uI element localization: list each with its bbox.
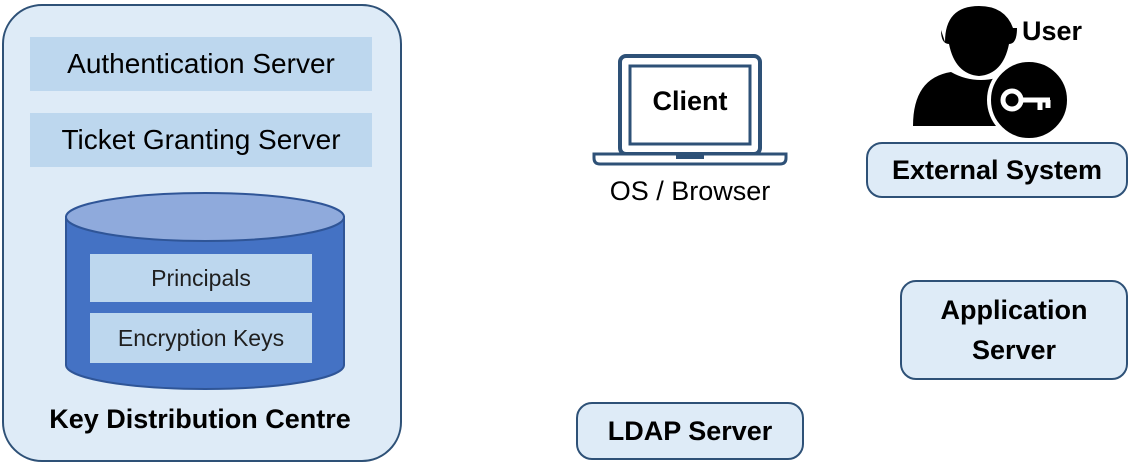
laptop-icon: [592, 54, 788, 166]
principals-label: Principals: [151, 264, 251, 291]
authentication-server: Authentication Server: [30, 37, 372, 91]
client-label: Client: [652, 86, 728, 116]
user-label: User: [1021, 16, 1083, 46]
principals-store: Principals: [90, 254, 312, 302]
external-system-label: External System: [891, 154, 1103, 185]
external-system: External System: [866, 142, 1128, 198]
authentication-server-label: Authentication Server: [67, 48, 335, 79]
encryption-keys-store: Encryption Keys: [90, 313, 312, 363]
ticket-granting-server: Ticket Granting Server: [30, 113, 372, 167]
client-caption: OS / Browser: [609, 176, 771, 206]
application-server: Application Server: [900, 280, 1128, 380]
kdc-title: Key Distribution Centre: [49, 404, 351, 434]
ldap-server: LDAP Server: [576, 402, 804, 460]
application-server-label-line1: Application: [940, 295, 1088, 325]
encryption-keys-label: Encryption Keys: [117, 324, 285, 351]
application-server-label-line2: Server: [971, 335, 1057, 365]
user-key-icon: [913, 6, 1071, 138]
ldap-server-label: LDAP Server: [607, 415, 773, 446]
ticket-granting-server-label: Ticket Granting Server: [61, 124, 341, 155]
